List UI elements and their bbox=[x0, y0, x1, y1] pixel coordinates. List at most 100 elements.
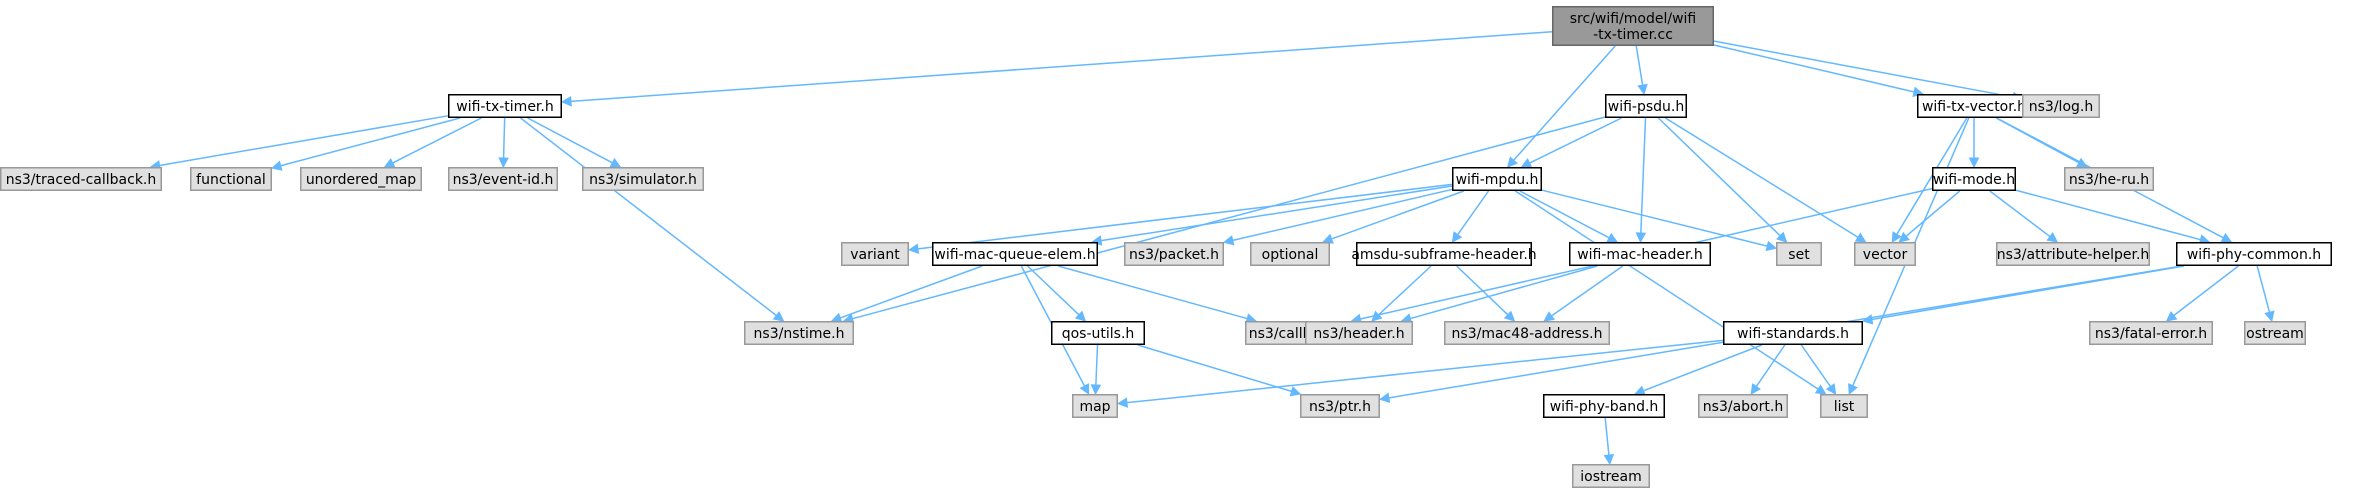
edge-wtt-to-func bbox=[270, 117, 461, 171]
node-mode[interactable]: wifi-mode.h bbox=[1932, 167, 2016, 191]
node-standards[interactable]: wifi-standards.h bbox=[1723, 321, 1863, 345]
node-label: ns3/nstime.h bbox=[754, 326, 845, 342]
edge-line bbox=[840, 265, 983, 319]
node-band[interactable]: wifi-phy-band.h bbox=[1543, 394, 1665, 418]
edge-mpdu-to-list bbox=[1514, 190, 1827, 395]
edge-arrowhead bbox=[498, 157, 509, 169]
edge-arrowhead bbox=[1891, 231, 1902, 243]
edge-line bbox=[502, 117, 506, 159]
node-psdu[interactable]: wifi-psdu.h bbox=[1605, 94, 1687, 118]
node-label: ns3/mac48-address.h bbox=[1452, 326, 1603, 342]
node-label: src/wifi/model/wifi bbox=[1570, 11, 1697, 27]
edge-mpdu-to-amsdu bbox=[1451, 190, 1490, 243]
node-label: set bbox=[1788, 247, 1810, 263]
edge-line bbox=[1377, 265, 1432, 316]
edge-arrowhead bbox=[1854, 232, 1867, 243]
node-label: ns3/traced-callback.h bbox=[6, 172, 157, 188]
node-wtt[interactable]: wifi-tx-timer.h bbox=[448, 94, 562, 118]
node-label: vector bbox=[1863, 247, 1908, 263]
node-func: functional bbox=[190, 167, 272, 191]
edge-line bbox=[1604, 417, 1610, 456]
edge-standards-to-band bbox=[1634, 344, 1763, 396]
node-box bbox=[1250, 242, 1330, 266]
node-label: wifi-tx-timer.h bbox=[456, 99, 553, 115]
node-log: ns3/log.h bbox=[2022, 94, 2100, 118]
edge-arrowhead bbox=[1898, 231, 1910, 243]
edge-mpdu-to-packet bbox=[1222, 188, 1453, 246]
edge-machdr-to-header bbox=[1400, 265, 1598, 324]
edge-arrowhead bbox=[383, 157, 396, 168]
node-set: set bbox=[1776, 242, 1822, 266]
edge-line bbox=[1989, 190, 2051, 238]
node-label: wifi-mac-header.h bbox=[1577, 247, 1703, 263]
node-box bbox=[448, 94, 562, 118]
node-mpdu[interactable]: wifi-mpdu.h bbox=[1452, 167, 1542, 191]
edge-wtt-to-evid bbox=[498, 117, 509, 169]
edge-line bbox=[1541, 189, 1768, 247]
node-label: optional bbox=[1262, 247, 1319, 263]
edge-line bbox=[1331, 190, 1465, 240]
node-machdr[interactable]: wifi-mac-header.h bbox=[1569, 242, 1711, 266]
node-layer: src/wifi/model/wifi-tx-timer.cc wifi-tx-t… bbox=[0, 6, 2332, 488]
node-box bbox=[1569, 242, 1711, 266]
edge-arrowhead bbox=[1322, 233, 1334, 244]
node-box bbox=[1124, 242, 1224, 266]
node-box bbox=[190, 167, 272, 191]
edge-arrowhead bbox=[2046, 232, 2059, 243]
node-variant: variant bbox=[841, 242, 909, 266]
edge-arrowhead bbox=[1848, 383, 1858, 396]
node-box bbox=[1356, 242, 1532, 266]
edge-line bbox=[1896, 117, 1968, 235]
node-label: wifi-tx-vector.h bbox=[1922, 99, 2026, 115]
edge-arrowhead bbox=[1634, 385, 1646, 396]
edge-line bbox=[1232, 188, 1453, 242]
edge-arrowhead bbox=[1074, 310, 1087, 322]
edge-line bbox=[1800, 344, 1832, 388]
edge-qos-to-ptr bbox=[1137, 344, 1302, 397]
edge-band-to-iostream bbox=[1603, 417, 1615, 466]
node-box bbox=[448, 167, 558, 191]
edge-arrowhead bbox=[609, 157, 622, 168]
node-amsdu[interactable]: amsdu-subframe-header.h bbox=[1351, 242, 1537, 266]
node-ostream: ostream bbox=[2244, 321, 2306, 345]
node-box bbox=[744, 321, 854, 345]
node-txv[interactable]: wifi-tx-vector.h bbox=[1917, 94, 2031, 118]
edge-qos-to-map bbox=[1090, 344, 1102, 396]
node-header: ns3/header.h bbox=[1305, 321, 1413, 345]
edge-standards-to-map bbox=[1116, 339, 1724, 408]
edge-arrowhead bbox=[1222, 235, 1235, 246]
edge-root-to-mpdu bbox=[1506, 45, 1616, 168]
node-qos[interactable]: qos-utils.h bbox=[1051, 321, 1145, 345]
node-label: unordered_map bbox=[306, 172, 416, 188]
edge-machdr-to-mac48 bbox=[1543, 265, 1624, 322]
node-tcb: ns3/traced-callback.h bbox=[0, 167, 162, 191]
edge-arrowhead bbox=[1825, 383, 1837, 395]
edge-arrowhead bbox=[1543, 311, 1555, 322]
node-vector: vector bbox=[1854, 242, 1916, 266]
node-box bbox=[1552, 6, 1714, 46]
node-map: map bbox=[1072, 394, 1118, 418]
node-evid: ns3/event-id.h bbox=[448, 167, 558, 191]
edge-line bbox=[1513, 45, 1616, 161]
node-box bbox=[1300, 394, 1380, 418]
edge-line bbox=[520, 117, 777, 317]
edge-arrowhead bbox=[1603, 454, 1615, 466]
node-box bbox=[582, 167, 704, 191]
edge-arrowhead bbox=[1451, 231, 1463, 243]
node-root[interactable]: src/wifi/model/wifi-tx-timer.cc bbox=[1552, 6, 1714, 46]
node-mqe[interactable]: wifi-mac-queue-elem.h bbox=[932, 242, 1098, 266]
edge-arrowhead bbox=[1776, 231, 1788, 243]
node-box bbox=[841, 242, 909, 266]
edge-arrowhead bbox=[1520, 158, 1533, 168]
node-box bbox=[1932, 167, 2016, 191]
node-attr: ns3/attribute-helper.h bbox=[1996, 242, 2150, 266]
edge-mpdu-to-machdr bbox=[1519, 190, 1619, 243]
edge-arrowhead bbox=[560, 95, 572, 107]
node-label: list bbox=[1834, 399, 1855, 415]
edge-mode-to-attr bbox=[1989, 190, 2059, 243]
edge-root-to-txv bbox=[1713, 44, 1924, 97]
node-iostream: iostream bbox=[1572, 464, 1650, 488]
node-phycommon[interactable]: wifi-phy-common.h bbox=[2176, 242, 2332, 266]
edge-arrowhead bbox=[1116, 397, 1129, 408]
edge-line bbox=[1635, 45, 1644, 86]
